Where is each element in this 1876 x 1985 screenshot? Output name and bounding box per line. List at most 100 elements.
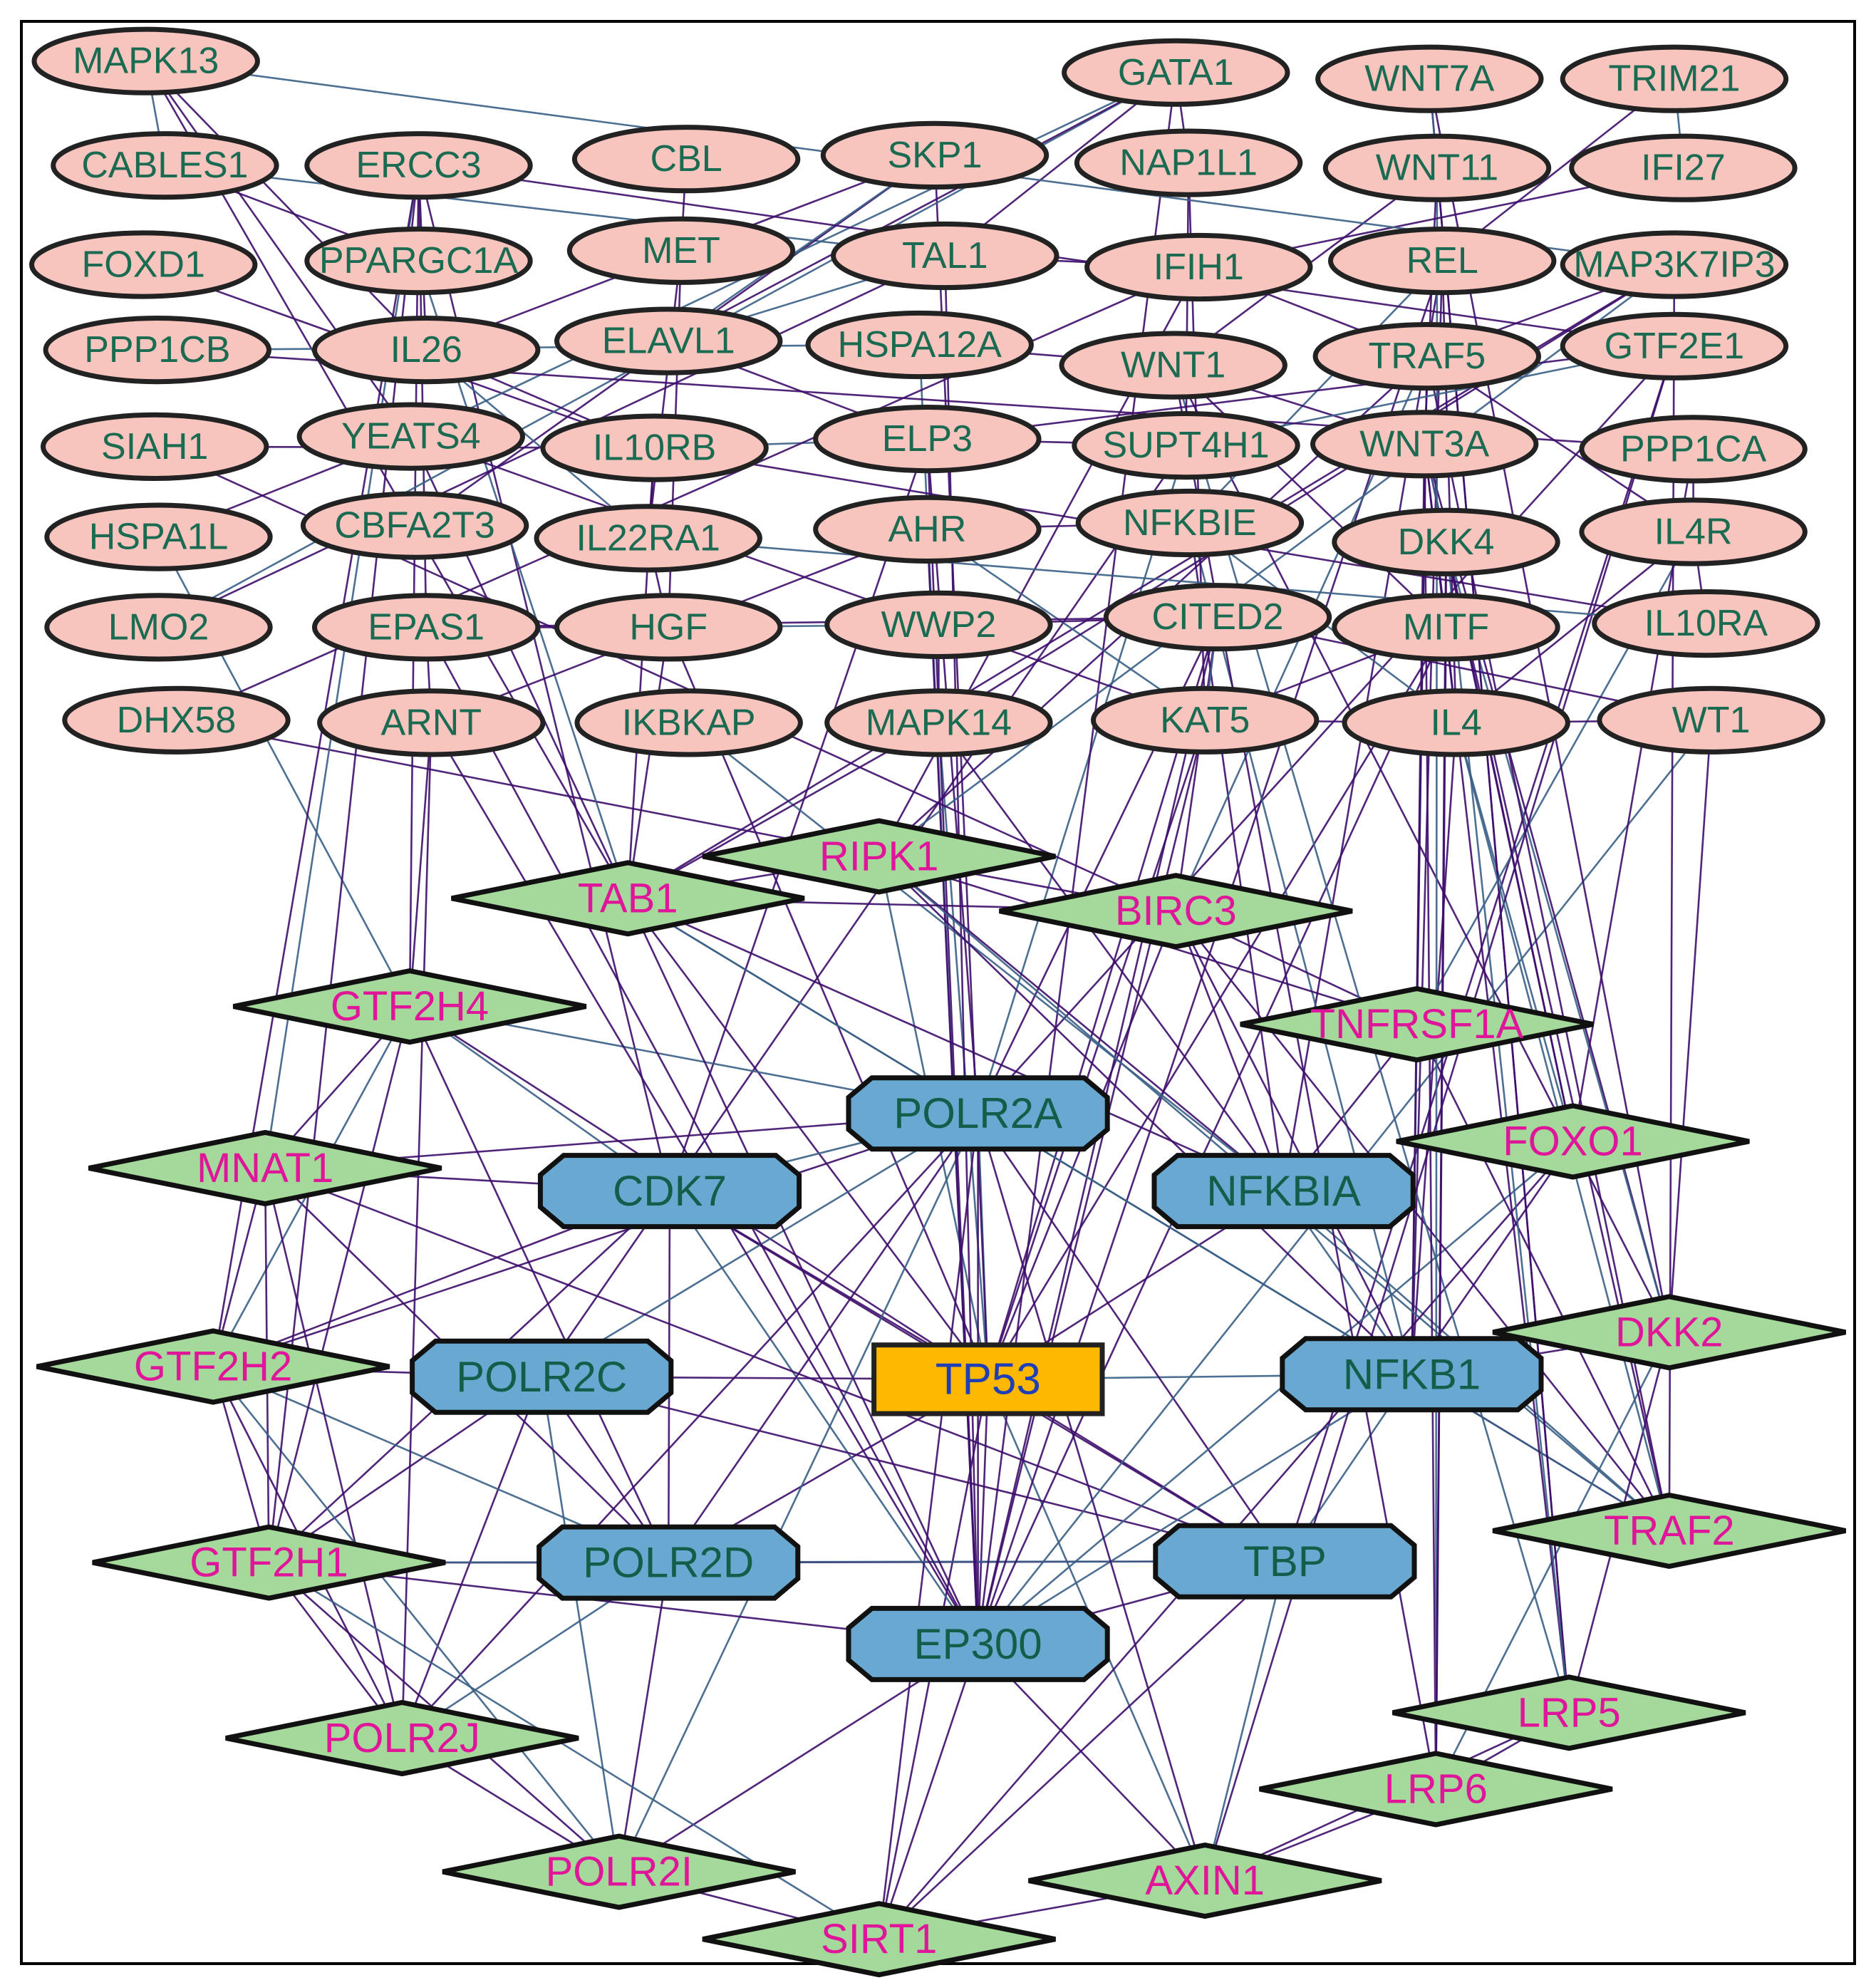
ellipse-shape — [304, 227, 533, 296]
ellipse-shape — [1059, 331, 1287, 400]
ellipse-shape — [1597, 685, 1825, 755]
diamond-shape — [225, 1699, 579, 1777]
ellipse-node-cables1: CABLES1 — [51, 131, 279, 200]
node-label-supt4h1: SUPT4H1 — [1102, 425, 1269, 466]
ellipse-shape — [1560, 311, 1789, 380]
edge-gata1-elavl1 — [668, 71, 1176, 342]
ellipse-shape — [1579, 415, 1808, 484]
diamond-shape — [1240, 986, 1594, 1063]
ellipse-shape — [44, 593, 273, 662]
ellipse-node-gata1: GATA1 — [1062, 38, 1290, 107]
node-label-ahr: AHR — [888, 509, 967, 550]
node-label-arnt: ARNT — [381, 702, 482, 743]
ellipse-node-nap1l1: NAP1L1 — [1074, 128, 1303, 197]
node-label-siah1: SIAH1 — [101, 426, 208, 467]
ellipse-node-ppp1cb: PPP1CB — [43, 316, 271, 385]
ellipse-shape — [29, 230, 258, 299]
node-label-cbl: CBL — [651, 138, 722, 180]
node-label-elp3: ELP3 — [882, 418, 973, 460]
ellipse-shape — [1322, 133, 1552, 202]
ellipse-node-nfkbie: NFKBIE — [1075, 488, 1305, 558]
node-label-wnt3a: WNT3A — [1359, 423, 1489, 465]
octagon-shape — [1280, 1336, 1544, 1413]
edge-dkk2-wnt3a — [1423, 443, 1671, 1333]
ellipse-shape — [1315, 44, 1544, 113]
ellipse-shape — [824, 590, 1053, 660]
node-label-ripk1: RIPK1 — [819, 833, 939, 879]
diamond-shape — [702, 818, 1056, 895]
ellipse-node-map3k7ip3: MAP3K7IP3 — [1560, 230, 1789, 299]
node-label-axin1: AXIN1 — [1145, 1857, 1265, 1904]
edge-gtf2e1-elp3 — [927, 345, 1675, 440]
node-label-nfkbie: NFKBIE — [1123, 502, 1257, 544]
edge-mnat1-polr2j — [264, 1168, 403, 1738]
node-label-il4: IL4 — [1431, 702, 1482, 743]
diamond-shape — [232, 968, 587, 1045]
octagon-shape — [1153, 1523, 1417, 1600]
ellipse-shape — [317, 688, 546, 757]
ellipse-node-ifih1: IFIH1 — [1084, 232, 1313, 302]
node-label-nfkb1: NFKB1 — [1343, 1350, 1481, 1398]
diamond-node-gtf2h2: GTF2H2 — [36, 1328, 390, 1405]
hub-shape — [871, 1342, 1105, 1416]
node-label-gtf2h2: GTF2H2 — [134, 1344, 292, 1390]
node-label-il22ra1: IL22RA1 — [576, 517, 720, 559]
node-label-il10ra: IL10RA — [1644, 603, 1768, 644]
edge-birc3-cited2 — [1175, 617, 1219, 911]
octagon-node-polr2d: POLR2D — [537, 1524, 801, 1601]
edge-birc3-traf2 — [1175, 910, 1670, 1532]
ellipse-shape — [1342, 688, 1570, 757]
node-label-cited2: CITED2 — [1152, 596, 1284, 638]
node-label-polr2i: POLR2I — [546, 1849, 693, 1895]
edge-polr2a-tbp — [977, 1112, 1286, 1562]
ellipse-node-ppargc1a: PPARGC1A — [304, 227, 533, 296]
ellipse-node-il26: IL26 — [312, 316, 541, 385]
ellipse-node-mapk14: MAPK14 — [824, 688, 1053, 757]
ellipse-node-epas1: EPAS1 — [312, 593, 541, 662]
node-label-sirt1: SIRT1 — [821, 1916, 937, 1962]
ellipse-shape — [574, 688, 803, 757]
ellipse-node-ercc3: ERCC3 — [304, 131, 533, 200]
ellipse-shape — [813, 405, 1042, 474]
ellipse-node-dkk4: DKK4 — [1332, 507, 1560, 576]
edge-foxo1-il4 — [1455, 722, 1574, 1142]
node-label-ppp1cb: PPP1CB — [84, 329, 230, 370]
node-label-hspa12a: HSPA12A — [838, 324, 1002, 366]
edge-cdk7-supt4h1 — [668, 445, 1187, 1192]
node-label-foxd1: FOXD1 — [82, 244, 205, 286]
node-label-ercc3: ERCC3 — [356, 145, 481, 186]
diamond-node-traf2: TRAF2 — [1492, 1492, 1846, 1569]
diamond-node-lrp6: LRP6 — [1259, 1751, 1613, 1828]
edge-polr2a-gtf2e1 — [977, 345, 1675, 1114]
node-label-nap1l1: NAP1L1 — [1119, 142, 1258, 184]
node-label-gtf2h1: GTF2H1 — [190, 1540, 348, 1586]
diamond-shape — [92, 1524, 446, 1601]
ellipse-node-elp3: ELP3 — [813, 405, 1042, 474]
node-label-wwp2: WWP2 — [881, 604, 997, 646]
ellipse-shape — [62, 685, 291, 755]
edge-wnt11-wnt3a — [1423, 167, 1439, 445]
edge-polr2a-polr2c — [541, 1112, 979, 1378]
edge-ep300-sirt1 — [878, 1643, 979, 1940]
ellipse-node-arnt: ARNT — [317, 688, 546, 757]
diamond-shape — [702, 1901, 1056, 1978]
diamond-shape — [451, 860, 805, 937]
edge-ep300-axin1 — [977, 1643, 1206, 1882]
ellipse-shape — [1072, 411, 1300, 480]
ellipse-shape — [1310, 410, 1539, 479]
ellipse-node-il22ra1: IL22RA1 — [534, 504, 762, 573]
node-label-birc3: BIRC3 — [1115, 888, 1237, 934]
node-label-cables1: CABLES1 — [81, 145, 248, 186]
edge-ep300-nfkb1 — [977, 1373, 1413, 1645]
node-label-gtf2h4: GTF2H4 — [331, 983, 489, 1030]
octagon-shape — [846, 1605, 1110, 1682]
ellipse-node-wt1: WT1 — [1597, 685, 1825, 755]
node-label-yeats4: YEATS4 — [341, 416, 481, 457]
ellipse-node-yeats4: YEATS4 — [296, 402, 525, 471]
edge-polr2c-polr2j — [401, 1376, 543, 1738]
edge-ripk1-dhx58 — [176, 719, 879, 858]
diamond-node-mnat1: MNAT1 — [88, 1129, 442, 1207]
edge-tp53-tab1 — [627, 898, 989, 1380]
ellipse-shape — [304, 131, 533, 200]
